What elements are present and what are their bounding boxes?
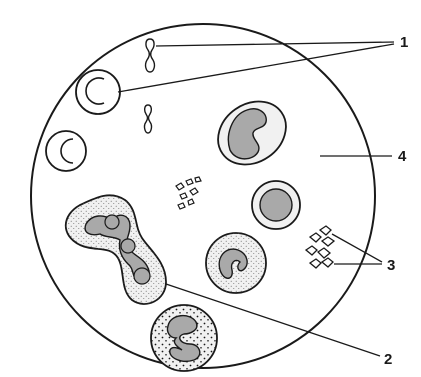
label-1: 1	[400, 34, 408, 51]
erythrocyte-top	[76, 70, 120, 114]
basophil	[151, 305, 217, 371]
label-2: 2	[384, 351, 392, 368]
eosinophil	[206, 233, 266, 293]
label-4: 4	[398, 148, 407, 165]
label-3: 3	[387, 257, 395, 274]
erythrocyte-left	[46, 131, 86, 171]
lymphocyte	[252, 181, 300, 229]
